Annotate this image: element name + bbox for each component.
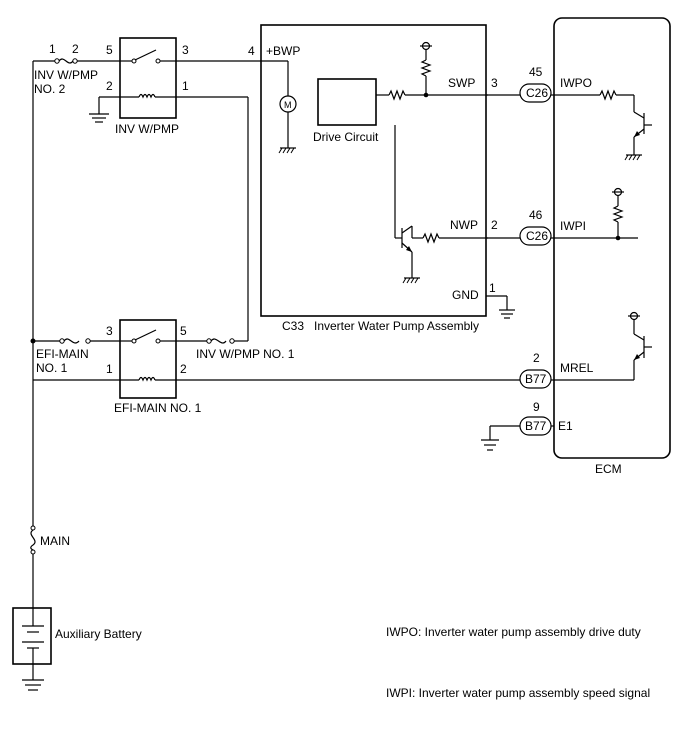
battery-label: Auxiliary Battery (55, 627, 142, 641)
fuse-no1-label: INV W/PMP NO. 1 (196, 347, 295, 361)
drive-circuit: Drive Circuit (313, 78, 488, 239)
pump-assembly: 4 +BWP C33 Inverter Water Pump Assembly (248, 24, 487, 333)
nwp-transistor (401, 225, 488, 278)
fuse-no2-pin-b: 2 (72, 42, 79, 56)
ecm-iwpo-ground-icon (624, 154, 642, 161)
ecm-label: ECM (595, 462, 622, 476)
fuse-efi-label-line2: NO. 1 (36, 361, 68, 375)
note-iwpo: IWPO: Inverter water pump assembly drive… (386, 625, 641, 639)
note-iwpi: IWPI: Inverter water pump assembly speed… (386, 686, 650, 700)
pump-pin1-number: 1 (489, 281, 496, 295)
relay-inv-ground-icon (89, 96, 120, 123)
relay-inv-pin5: 5 (106, 43, 113, 57)
battery-ground-icon (22, 679, 44, 691)
relay-efi-pin1: 1 (106, 362, 113, 376)
wire-bwp (176, 60, 289, 96)
relay-inv-label: INV W/PMP (115, 122, 179, 136)
fuse-no2-pin-a: 1 (49, 42, 56, 56)
ecm-mrel-circuit (554, 311, 652, 381)
pump-pin2-number: 2 (491, 218, 498, 232)
connector-b77-9: 9 B77 (490, 400, 554, 436)
ecm-pin-46: 46 (529, 208, 543, 222)
auxiliary-battery: Auxiliary Battery (12, 607, 142, 680)
pump-pin4-number: 4 (248, 44, 255, 58)
fuse-inv-wpmp-no1: INV W/PMP NO. 1 (176, 338, 295, 361)
connector-b77-2: 2 B77 (519, 351, 552, 389)
ecm-iwpi-label: IWPI (560, 219, 586, 233)
pump-ground-icon (486, 295, 515, 319)
relay-efi-pin5: 5 (180, 324, 187, 338)
drive-circuit-label: Drive Circuit (313, 130, 379, 144)
relay-inv-wpmp: 5 3 2 1 INV W/PMP (106, 37, 189, 136)
transistor-ground-icon (402, 277, 420, 284)
ecm-pin-2: 2 (533, 351, 540, 365)
pump-nwp-label: NWP (450, 218, 478, 232)
connector-c26-46: 46 C26 (519, 208, 554, 246)
relay-inv-pin3: 3 (182, 43, 189, 57)
fuse-no2-label-line1: INV W/PMP (34, 68, 98, 82)
motor-ground-icon (278, 147, 296, 154)
wire-relay-coil (176, 96, 249, 341)
pump-bwp-label: +BWP (266, 44, 300, 58)
pump-pin3-number: 3 (491, 76, 498, 90)
ecm-mrel-label: MREL (560, 361, 594, 375)
ecm-connector-b77-b: B77 (525, 419, 547, 433)
pump-connector-code: C33 (282, 319, 304, 333)
fuse-efi-label-line1: EFI-MAIN (36, 347, 89, 361)
relay-efi-label: EFI-MAIN NO. 1 (114, 401, 202, 415)
relay-efi-pin2: 2 (180, 362, 187, 376)
ecm-iwpo-circuit (554, 89, 652, 155)
ecm-connector-c26-a: C26 (526, 86, 548, 100)
ecm-e1-label: E1 (558, 419, 573, 433)
connector-c26-45: 45 C26 (519, 65, 554, 103)
pump-swp-label: SWP (448, 76, 475, 90)
fuse-efi-main-no1: EFI-MAIN NO. 1 (36, 338, 91, 375)
relay-efi-pin3: 3 (106, 324, 113, 338)
power-bus (30, 61, 120, 612)
fuse-no2-label-line2: NO. 2 (34, 82, 66, 96)
ecm-pin-45: 45 (529, 65, 543, 79)
fuse-inv-wpmp-no2: 1 2 INV W/PMP NO. 2 (33, 42, 120, 96)
swp-pullup-resistor (420, 41, 432, 95)
e1-ground-icon (481, 426, 499, 451)
motor-label: M (284, 100, 292, 110)
ecm-connector-b77-a: B77 (525, 372, 547, 386)
relay-inv-pin1: 1 (182, 79, 189, 93)
relay-efi-main: 3 5 1 2 EFI-MAIN NO. 1 (106, 319, 202, 415)
pump-assembly-name: Inverter Water Pump Assembly (314, 319, 479, 333)
ecm-connector-c26-b: C26 (526, 229, 548, 243)
main-fuse-label: MAIN (40, 534, 70, 548)
motor-icon: M (279, 95, 297, 148)
relay-inv-pin2: 2 (106, 79, 113, 93)
ecm-iwpi-circuit (554, 187, 638, 241)
pump-gnd-label: GND (452, 288, 479, 302)
main-fuse: MAIN (30, 525, 70, 555)
ecm-pin-9: 9 (533, 400, 540, 414)
ecm-iwpo-label: IWPO (560, 76, 592, 90)
